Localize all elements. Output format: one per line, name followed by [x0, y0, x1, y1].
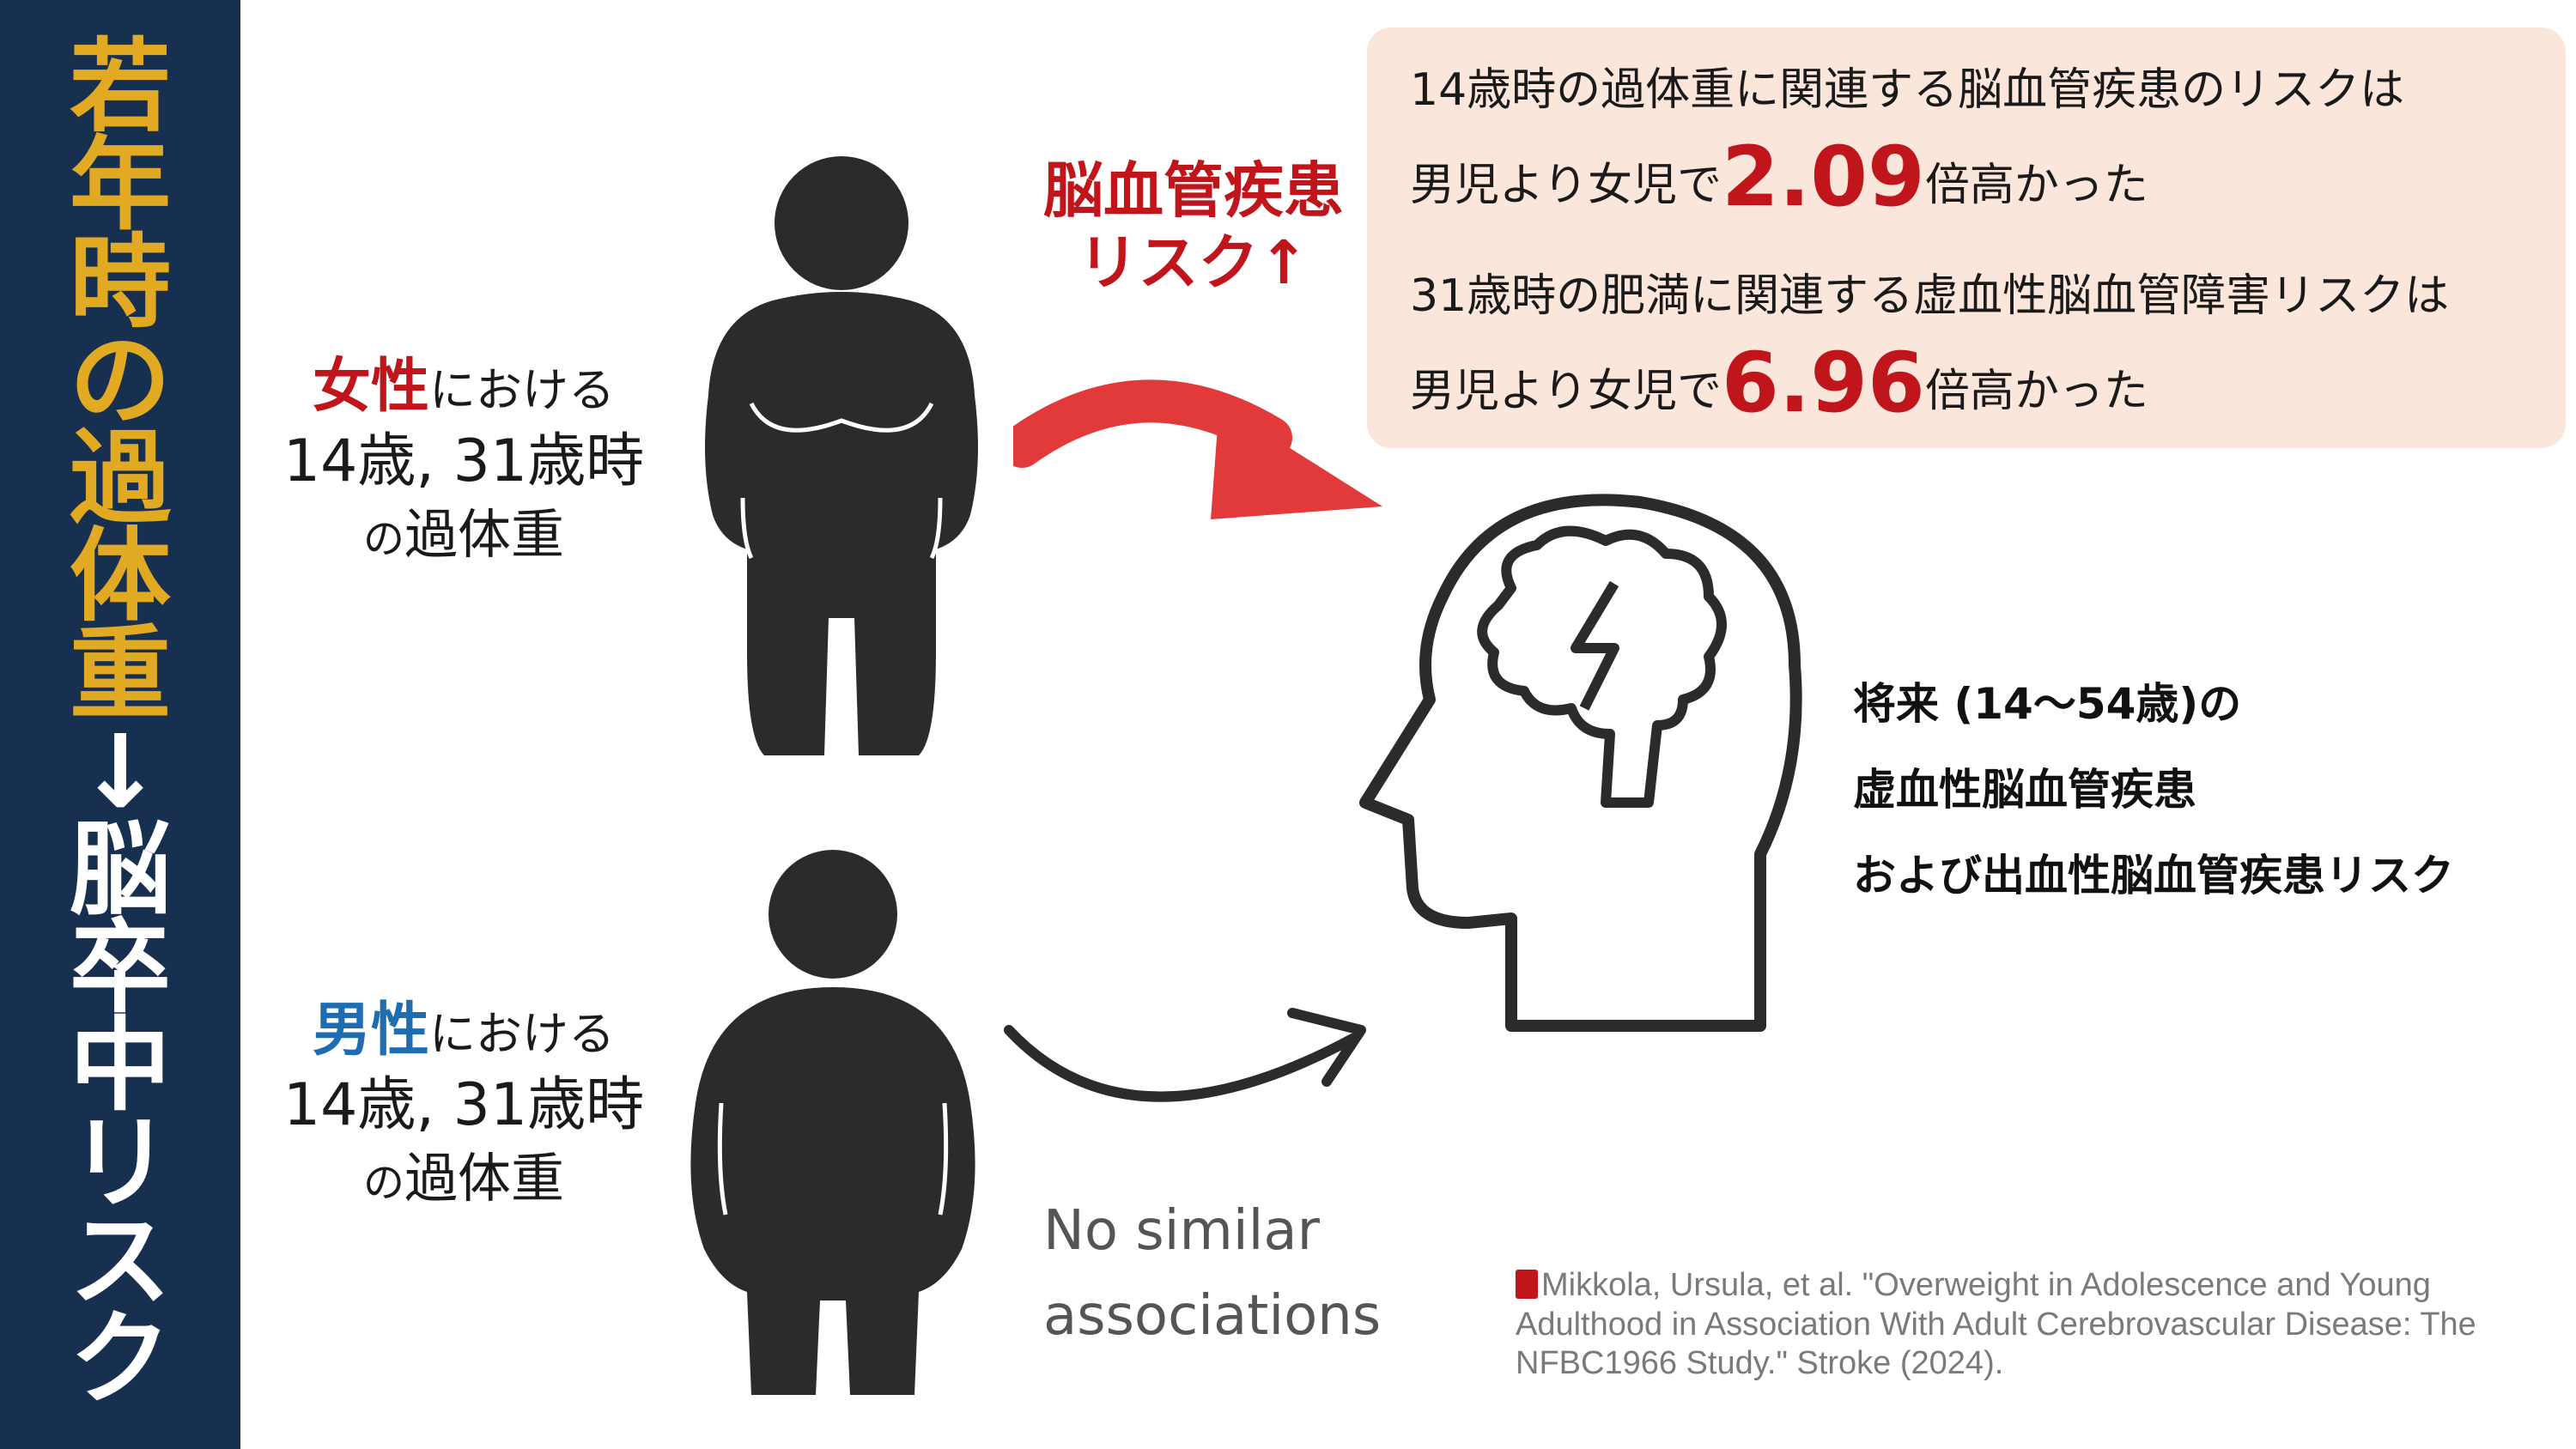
female-no: の	[362, 515, 404, 564]
info-line-4-pre: 男児より女児で	[1410, 366, 1722, 417]
title-char: ス	[69, 1202, 171, 1320]
info-line-2-pre: 男児より女児で	[1410, 160, 1722, 211]
title-char: 脳	[69, 810, 171, 929]
male-suffix: における	[429, 1007, 615, 1061]
citation: Mikkola, Ursula, et al. "Overweight in A…	[1516, 1266, 2503, 1384]
female-figure-icon	[705, 156, 978, 755]
info-box: 14歳時の過体重に関連する脳血管疾患のリスクは 男児より女児で2.09倍高かった…	[1367, 27, 2566, 448]
title-arrow: ↓	[77, 712, 163, 831]
info-line-2: 男児より女児で2.09倍高かった	[1410, 129, 2148, 225]
outcome-text: 将来 (14〜54歳)の 虚血性脳血管疾患 および出血性脳血管疾患リスク	[1853, 661, 2454, 919]
female-group-label: 女性における 14歳, 31歳時 の過体重	[258, 352, 670, 570]
risk-label-line1: 脳血管疾患	[1043, 155, 1344, 226]
female-sex-label: 女性	[312, 353, 429, 421]
title-char: 重	[69, 615, 171, 733]
info-line-2-post: 倍高かった	[1924, 160, 2148, 211]
title-char: 若	[69, 27, 171, 146]
title-char: 卒	[69, 908, 171, 1027]
no-assoc-line-1: No similar	[1043, 1199, 1320, 1263]
title-char: 時	[69, 223, 171, 342]
head-brain-icon	[1359, 494, 1802, 1032]
title-char: 体	[69, 517, 171, 635]
ratio-value-6-96: 6.96	[1721, 335, 1925, 431]
risk-label-line2: リスク↑	[1078, 227, 1309, 298]
citation-text: Mikkola, Ursula, et al. "Overweight in A…	[1516, 1267, 2476, 1382]
male-weight: 過体重	[404, 1147, 565, 1210]
title-char: 中	[69, 1006, 171, 1125]
male-no: の	[362, 1159, 404, 1208]
male-ages: 14歳, 31歳時	[283, 1070, 645, 1139]
female-ages: 14歳, 31歳時	[283, 427, 645, 495]
title-banner: 若 年 時 の 過 体 重 ↓ 脳 卒 中 リ ス ク	[0, 0, 240, 1449]
outcome-line-2: 虚血性脳血管疾患	[1853, 765, 2196, 815]
ratio-value-2-09: 2.09	[1721, 129, 1925, 225]
male-group-label: 男性における 14歳, 31歳時 の過体重	[258, 996, 670, 1214]
outcome-line-3: および出血性脳血管疾患リスク	[1853, 851, 2454, 900]
female-suffix: における	[429, 363, 615, 417]
title-char: リ	[69, 1104, 171, 1222]
female-weight: 過体重	[404, 503, 565, 567]
info-line-3: 31歳時の肥満に関連する虚血性脳血管障害リスクは	[1410, 270, 2450, 322]
outcome-line-1: 将来 (14〜54歳)の	[1853, 679, 2242, 729]
title-char: ク	[69, 1300, 171, 1418]
male-sex-label: 男性	[312, 997, 429, 1064]
no-assoc-line-2: associations	[1043, 1284, 1382, 1349]
risk-arrow-label: 脳血管疾患 リスク↑	[979, 155, 1408, 299]
red-arrow-icon	[1013, 379, 1382, 519]
info-line-1: 14歳時の過体重に関連する脳血管疾患のリスクは	[1410, 64, 2405, 116]
no-association-label: No similar associations	[1043, 1189, 1381, 1359]
info-line-4-post: 倍高かった	[1924, 366, 2148, 417]
book-icon	[1516, 1270, 1538, 1299]
black-arrow-icon	[1004, 1008, 1366, 1102]
male-figure-icon	[690, 850, 975, 1395]
info-line-4: 男児より女児で6.96倍高かった	[1410, 335, 2148, 431]
title-char: 年	[69, 125, 171, 244]
title-char: の	[69, 321, 171, 440]
title-char: 過	[69, 419, 171, 537]
